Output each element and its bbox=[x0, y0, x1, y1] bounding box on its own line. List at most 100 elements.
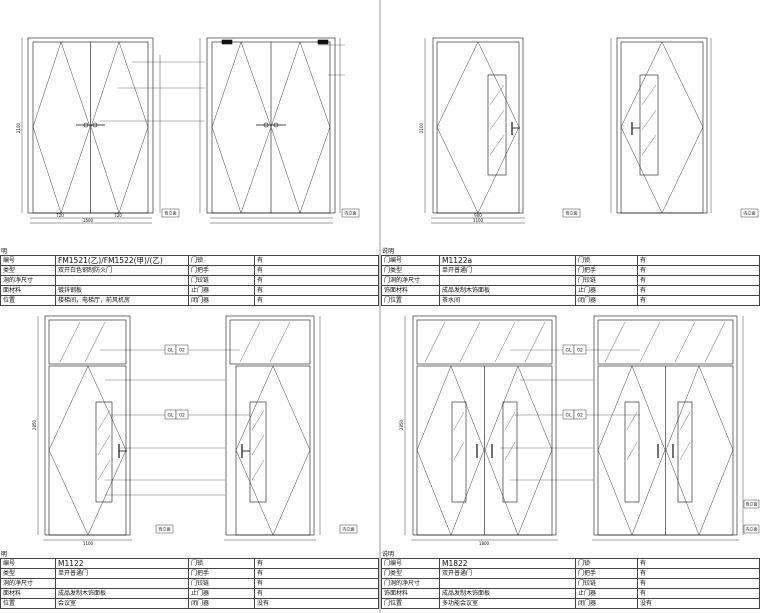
m1122-panel-header: 明 bbox=[1, 551, 8, 558]
cell-value: 有 bbox=[637, 265, 760, 276]
cell-key: 洞的净尺寸 bbox=[0, 578, 56, 589]
m1122a-back-view-label: 内立面 bbox=[744, 210, 756, 216]
cell-value: 没有 bbox=[254, 598, 379, 609]
cell-key: 编号 bbox=[0, 558, 56, 569]
m1122-glass-tag: GL bbox=[168, 348, 174, 354]
cell-key: 编号 bbox=[0, 255, 56, 266]
cell-key: 闭门器 bbox=[188, 598, 255, 609]
table-row: 门位置茶水间闭门器有 bbox=[381, 295, 760, 306]
cell-value: 单开普通门 bbox=[439, 265, 576, 276]
cell-key: 类型 bbox=[0, 265, 56, 276]
cell-key: 门铰链 bbox=[188, 578, 255, 589]
cell-key: 门位置 bbox=[381, 598, 440, 609]
cell-value: 有 bbox=[254, 578, 379, 589]
cell-key: 门锁 bbox=[575, 255, 638, 266]
cell-value: 成品发制木饰面板 bbox=[55, 588, 189, 599]
cell-value: 有 bbox=[637, 578, 760, 589]
cell-value: 有 bbox=[254, 265, 379, 276]
cell-value: 茶水间 bbox=[439, 295, 576, 306]
cell-value: 有 bbox=[637, 285, 760, 296]
fm-back-elevation bbox=[100, 37, 345, 224]
fm-front-view-box bbox=[161, 208, 180, 218]
m1822-front-elevation bbox=[404, 315, 558, 541]
cell-key: 闭门器 bbox=[575, 295, 638, 306]
cell-key: 饰面材料 bbox=[381, 285, 440, 296]
m1122-width-dim: 1100 bbox=[83, 541, 94, 546]
table-row: 门类型单开普通门门把手有 bbox=[381, 265, 760, 276]
cell-key: 饰面材料 bbox=[381, 588, 440, 599]
cell-key: 位置 bbox=[0, 598, 56, 609]
cell-key: 门锁 bbox=[575, 558, 638, 569]
m1122-glass-tag-num-box bbox=[175, 344, 189, 355]
table-row: 面材料镀锌钢板止门器有 bbox=[0, 285, 379, 296]
m1822-back-view-box bbox=[743, 524, 760, 534]
fm-back-view-box bbox=[341, 208, 360, 218]
cell-value bbox=[439, 275, 576, 286]
cell-value: 有 bbox=[637, 295, 760, 306]
cell-key: 闭门器 bbox=[575, 598, 638, 609]
cell-key: 门铰链 bbox=[188, 275, 255, 286]
cell-value: 有 bbox=[637, 275, 760, 286]
m1122-front-elevation bbox=[37, 315, 132, 541]
m1122a-height-dim: 2100 bbox=[419, 122, 424, 133]
table-row: 饰面材料成品发制木饰面板止门器有 bbox=[381, 285, 760, 296]
cell-value bbox=[55, 275, 189, 286]
cell-value bbox=[439, 578, 576, 589]
cell-key: 门把手 bbox=[575, 265, 638, 276]
table-row: 门位置多功能会议室闭门器没有 bbox=[381, 598, 760, 609]
cell-key: 位置 bbox=[0, 295, 56, 306]
cell-value: 镀锌钢板 bbox=[55, 285, 189, 296]
cell-key: 止门器 bbox=[575, 588, 638, 599]
cell-key: 门编号 bbox=[381, 558, 440, 569]
cell-key: 门洞的净尺寸 bbox=[381, 275, 440, 286]
cell-key: 门类型 bbox=[381, 568, 440, 579]
cell-value: 有 bbox=[637, 558, 760, 569]
m1822-glass-tag-num: 02 bbox=[577, 348, 583, 354]
cell-key: 面材料 bbox=[0, 588, 56, 599]
table-row: 门类型双开普通门门把手有 bbox=[381, 568, 760, 579]
cell-value: FM1521(乙)/FM1522(甲)/(乙) bbox=[55, 255, 189, 266]
m1822-back-elevation bbox=[500, 315, 744, 541]
m1822-glass-tag2-num-box bbox=[573, 409, 587, 420]
cell-value: 有 bbox=[637, 568, 760, 579]
cell-value: 有 bbox=[254, 588, 379, 599]
m1122a-leaf-dim: 900 bbox=[474, 213, 482, 218]
fm-width-dim: 1500 bbox=[83, 218, 94, 223]
m1822-glass-tag-num-box bbox=[573, 344, 587, 355]
m1122-glass-tag2-num-box bbox=[175, 409, 189, 420]
table-row: 位置会议室闭门器没有 bbox=[0, 598, 379, 609]
table-row: 洞的净尺寸 门铰链有 bbox=[0, 578, 379, 589]
m1822-width-dim: 1800 bbox=[479, 541, 490, 546]
m1822-glass-tag: GL bbox=[566, 348, 572, 354]
m1122a-front-elevation bbox=[424, 37, 525, 224]
fm-front-elevation bbox=[21, 37, 161, 224]
table-row: 门洞的净尺寸门铰链有 bbox=[381, 578, 760, 589]
cell-key: 门编号 bbox=[381, 255, 440, 266]
cell-value: 单开普通门 bbox=[55, 568, 189, 579]
cell-key: 止门器 bbox=[575, 285, 638, 296]
cell-value: 有 bbox=[254, 295, 379, 306]
m1122-back-view-label: 内立面 bbox=[343, 526, 355, 532]
m1122-height-dim: 2850 bbox=[32, 419, 37, 430]
cell-key: 门锁 bbox=[188, 255, 255, 266]
m1122-glass-tag2: GL bbox=[168, 413, 174, 419]
m1122a-front-view-box bbox=[562, 208, 581, 218]
cell-value: 没有 bbox=[637, 598, 760, 609]
cell-key: 门把手 bbox=[188, 568, 255, 579]
cell-key: 止门器 bbox=[188, 588, 255, 599]
cell-key: 止门器 bbox=[188, 285, 255, 296]
m1122a-front-view-label: 背立面 bbox=[566, 210, 578, 216]
cell-value: 楼梯间，电梯厅，前风机房 bbox=[55, 295, 189, 306]
cell-value bbox=[55, 578, 189, 589]
cell-key: 门铰链 bbox=[575, 275, 638, 286]
m1822-glass-tag2-num: 02 bbox=[577, 413, 583, 419]
m1122-glass-tag-num: 02 bbox=[179, 348, 185, 354]
m1122a-panel-header: 说明 bbox=[382, 248, 395, 255]
